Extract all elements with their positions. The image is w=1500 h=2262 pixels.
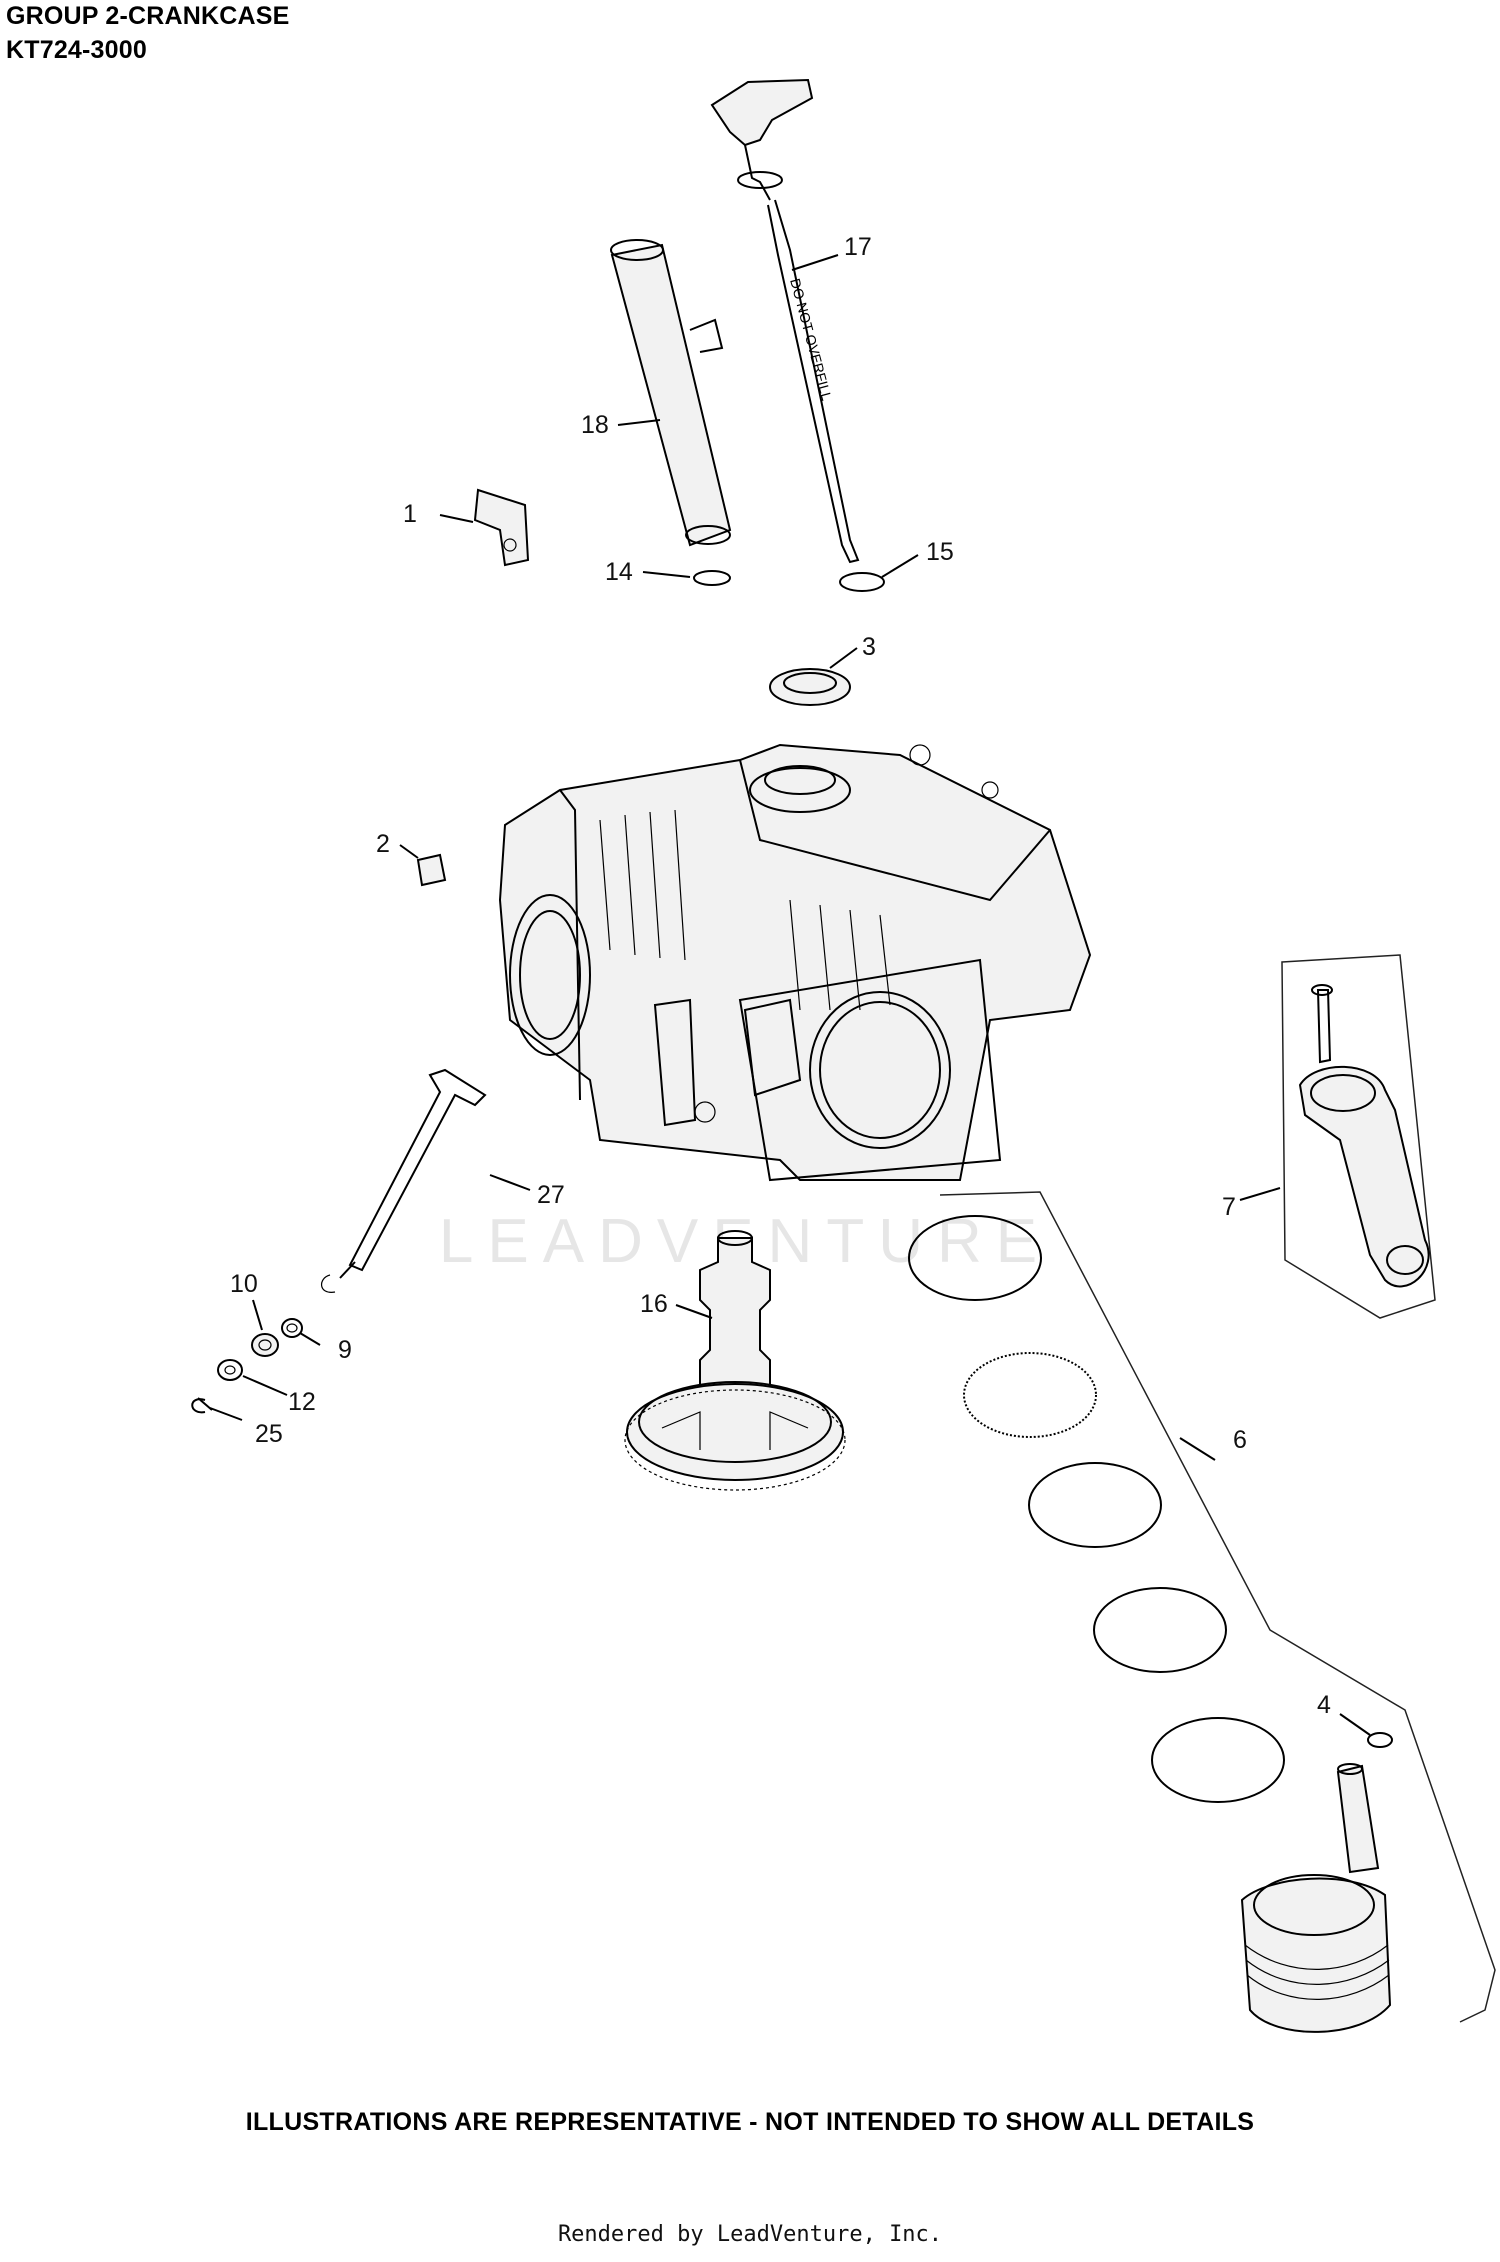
washer-9[interactable]	[281, 1318, 303, 1338]
oil-fill-tube-part[interactable]	[610, 239, 732, 547]
camshaft-part[interactable]	[624, 1230, 846, 1491]
diagram-group-title: GROUP 2-CRANKCASE	[6, 2, 290, 30]
callout-14: 14	[605, 558, 633, 586]
callout-9: 9	[338, 1336, 352, 1364]
piston-ring[interactable]	[1151, 1717, 1285, 1803]
nut-10[interactable]	[251, 1333, 279, 1357]
piston-pin-part[interactable]	[1336, 1763, 1380, 1874]
rendered-by-credit: Rendered by LeadVenture, Inc.	[557, 2222, 943, 2247]
callout-18: 18	[581, 411, 609, 439]
callout-27: 27	[537, 1181, 565, 1209]
o-ring-15[interactable]	[839, 572, 885, 592]
dipstick-part[interactable]: DO NOT OVERFILL	[710, 78, 860, 564]
callout-25: 25	[255, 1420, 283, 1448]
piston-ring[interactable]	[1093, 1587, 1227, 1673]
piston-ring[interactable]	[963, 1352, 1097, 1438]
connecting-rod-part[interactable]	[1281, 954, 1436, 1319]
callout-16: 16	[640, 1290, 668, 1318]
callout-12: 12	[288, 1388, 316, 1416]
piston-ring[interactable]	[1028, 1462, 1162, 1548]
plug-part[interactable]	[416, 853, 447, 887]
callout-7: 7	[1222, 1193, 1236, 1221]
callout-2: 2	[376, 830, 390, 858]
callout-1: 1	[403, 500, 417, 528]
callout-4: 4	[1317, 1691, 1331, 1719]
clip-25[interactable]	[191, 1397, 213, 1414]
callout-leaders	[209, 254, 1371, 1736]
shaft-part[interactable]	[321, 1068, 487, 1293]
model-number: KT724-3000	[6, 36, 147, 64]
piston-ring[interactable]	[908, 1215, 1042, 1301]
disclaimer-note: ILLUSTRATIONS ARE REPRESENTATIVE - NOT I…	[245, 2108, 1255, 2136]
o-ring-14[interactable]	[693, 570, 731, 586]
callout-10: 10	[230, 1270, 258, 1298]
callout-6: 6	[1233, 1426, 1247, 1454]
piston-rings-group[interactable]	[908, 1191, 1496, 2023]
callout-17: 17	[844, 233, 872, 261]
callout-labels: 1 2 3 4 6 7 9 10 12 14 15 16 17 18 25 27	[230, 233, 1331, 1719]
bracket-part[interactable]	[473, 488, 530, 567]
callout-15: 15	[926, 538, 954, 566]
callout-3: 3	[862, 633, 876, 661]
piston-part[interactable]	[1240, 1874, 1392, 2033]
retainer-clip-part[interactable]	[1367, 1732, 1393, 1748]
dipstick-label: DO NOT OVERFILL	[787, 277, 835, 403]
crankcase-part[interactable]	[498, 743, 1092, 1182]
washer-12[interactable]	[217, 1359, 243, 1381]
oil-seal-part[interactable]	[769, 668, 851, 706]
